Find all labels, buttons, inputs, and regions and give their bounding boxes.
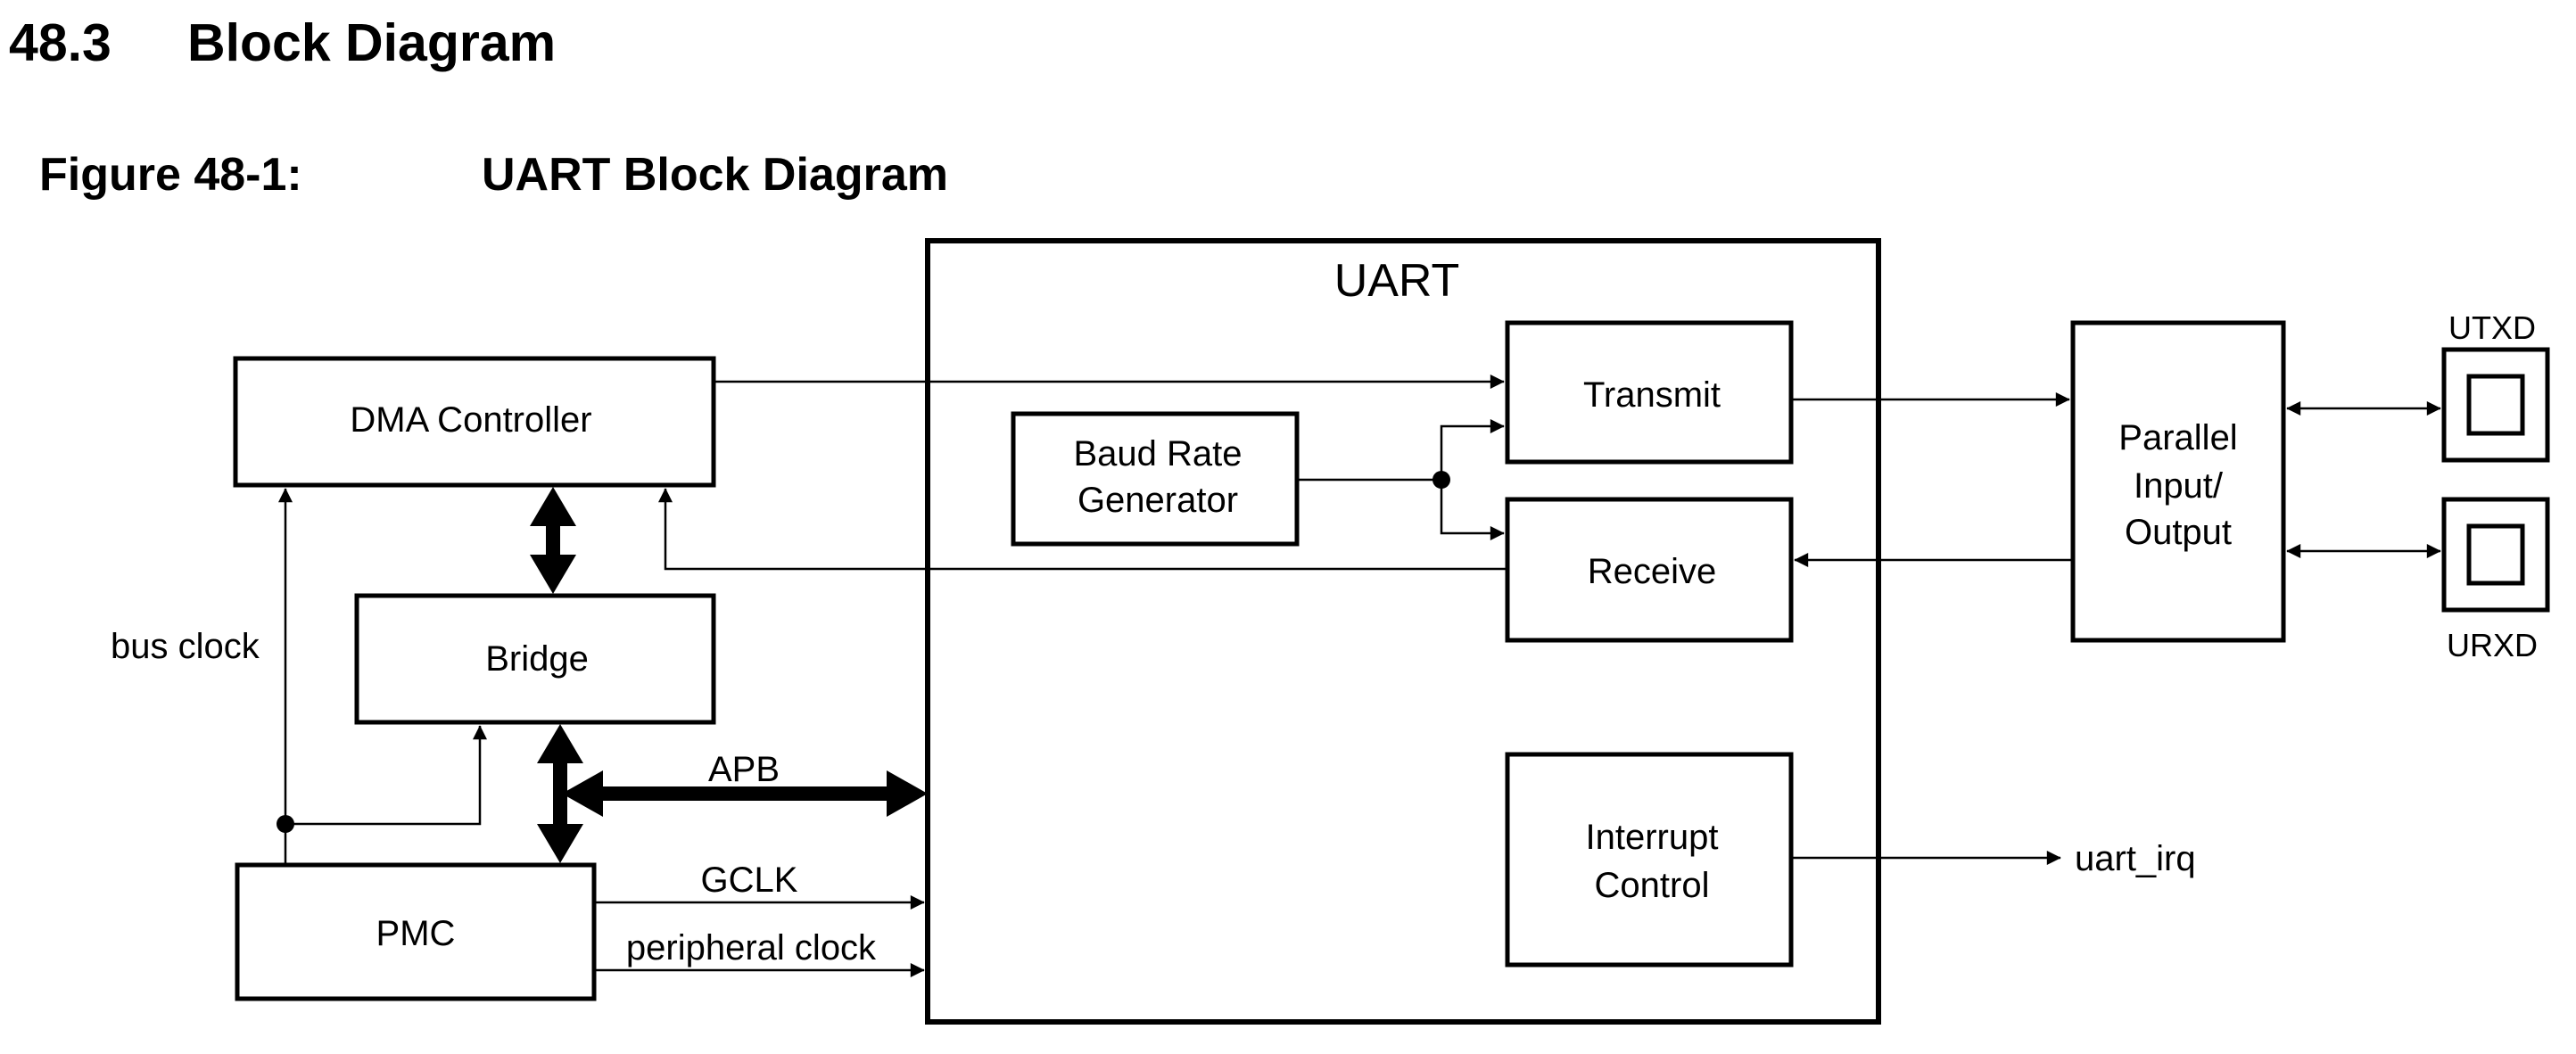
- parallel-io-box: [2070, 320, 2286, 643]
- parallel-io-label-line3: Output: [2125, 513, 2232, 552]
- bridge-label: Bridge: [485, 639, 589, 679]
- transmit-box: [1505, 320, 1794, 465]
- receive-to-dma-arrow: [658, 488, 1507, 571]
- bus-clock-to-bridge-arrow: [285, 725, 487, 826]
- interrupt-control-box: [1505, 752, 1794, 968]
- baud-rate-label-line2: Generator: [1077, 481, 1238, 520]
- parallel-io-label-line2: Input/: [2134, 466, 2224, 506]
- uart-box: [925, 238, 1881, 1025]
- bridge-box: [354, 593, 716, 725]
- interrupt-control-label-line2: Control: [1595, 866, 1710, 905]
- uart-irq-label: uart_irq: [2075, 839, 2196, 878]
- figure-title: UART Block Diagram: [482, 149, 948, 201]
- urxd-pad-outer: [2441, 497, 2550, 613]
- utxd-pad-inner: [2466, 374, 2525, 436]
- dma-controller-box: [233, 356, 716, 488]
- baud-to-receive-arrow: [1440, 480, 1505, 540]
- section-title: Block Diagram: [187, 13, 557, 72]
- urxd-pad-inner: [2466, 523, 2525, 586]
- baud-rate-label-line1: Baud Rate: [1073, 434, 1242, 473]
- section-heading: 48.3 Block Diagram: [9, 7, 556, 78]
- figure-number: Figure 48-1:: [39, 149, 302, 201]
- utxd-pad-outer: [2441, 347, 2550, 463]
- pmc-label: PMC: [376, 914, 456, 953]
- bus-clock-label: bus clock: [111, 627, 260, 666]
- utxd-label: UTXD: [2448, 309, 2536, 346]
- peripheral-clock-label: peripheral clock: [626, 928, 877, 968]
- parallel-io-label-line1: Parallel: [2118, 418, 2237, 457]
- baud-rate-junction: [1432, 471, 1450, 489]
- bridge-pmc-bus-arrow: [537, 724, 583, 863]
- apb-bus-arrow: [562, 770, 928, 817]
- urxd-label: URXD: [2447, 627, 2538, 663]
- baud-to-transmit-arrow: [1440, 419, 1505, 480]
- section-number: 48.3: [9, 13, 111, 72]
- figure-caption: Figure 48-1: UART Block Diagram: [39, 139, 948, 210]
- bus-clock-junction: [277, 815, 294, 833]
- baud-rate-generator-box: [1011, 411, 1300, 547]
- uart-label: UART: [1334, 255, 1460, 307]
- receive-label: Receive: [1588, 552, 1717, 591]
- dma-controller-label: DMA Controller: [350, 400, 591, 440]
- pmc-box: [235, 862, 597, 1001]
- apb-label: APB: [708, 750, 780, 789]
- dma-bridge-bus-arrow: [530, 487, 576, 594]
- transmit-label: Transmit: [1583, 375, 1721, 415]
- gclk-label: GCLK: [701, 860, 798, 900]
- interrupt-control-label-line1: Interrupt: [1586, 818, 1719, 857]
